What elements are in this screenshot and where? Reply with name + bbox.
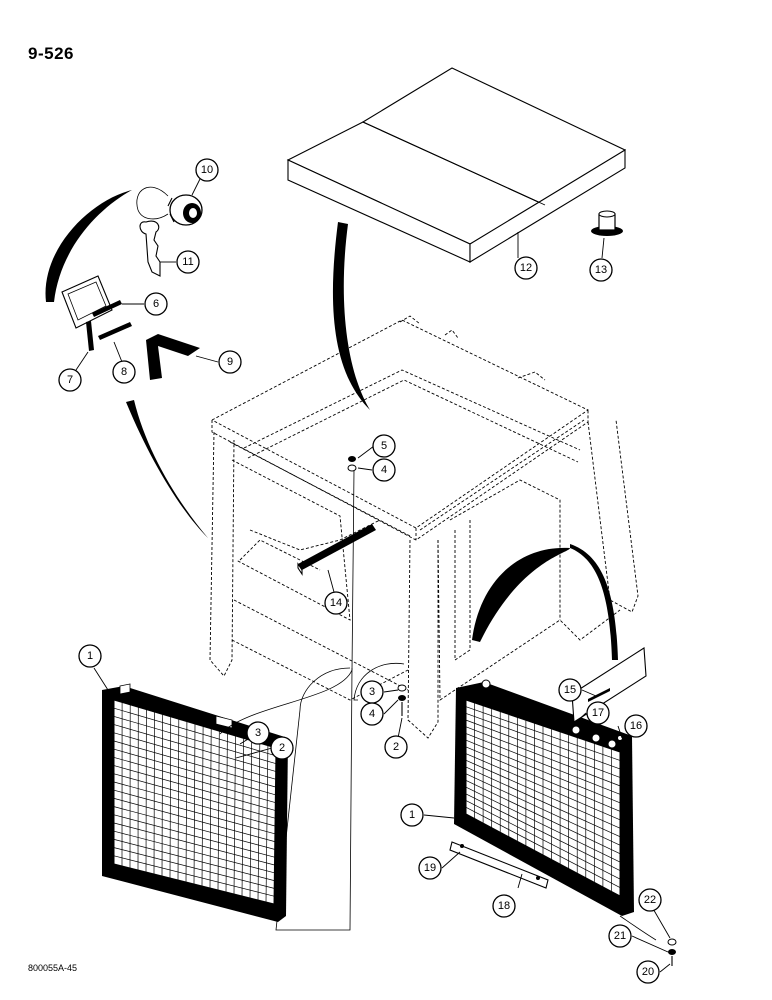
callout-label: 21 <box>614 930 626 942</box>
callout-label: 2 <box>393 741 399 753</box>
callout-c16: 16 <box>624 714 648 738</box>
callout-label: 14 <box>330 597 342 609</box>
strip-part-8 <box>98 322 132 340</box>
callout-label: 8 <box>121 366 127 378</box>
callout-c10: 10 <box>195 158 219 182</box>
callout-c4a: 4 <box>372 458 396 482</box>
assembly-arrows <box>45 190 618 660</box>
callout-c3a: 3 <box>246 721 270 745</box>
callout-c2b: 2 <box>384 735 408 759</box>
callout-label: 3 <box>369 686 375 698</box>
callout-c14: 14 <box>324 591 348 615</box>
callout-label: 4 <box>369 708 375 720</box>
callout-label: 12 <box>520 262 532 274</box>
callout-label: 9 <box>227 356 233 368</box>
callout-c13: 13 <box>589 258 613 282</box>
callout-c6: 6 <box>144 292 168 316</box>
key-part <box>139 220 161 277</box>
callout-c3b: 3 <box>360 680 384 704</box>
callout-c9: 9 <box>218 350 242 374</box>
callout-label: 13 <box>595 264 607 276</box>
callout-label: 18 <box>498 900 510 912</box>
decal-plate <box>61 275 113 329</box>
callout-c20: 20 <box>636 960 660 984</box>
callout-label: 10 <box>201 164 213 176</box>
callout-label: 4 <box>381 464 387 476</box>
screen-panel-left <box>102 683 288 922</box>
callout-label: 19 <box>424 862 436 874</box>
routing-lines <box>219 469 657 941</box>
callout-c11: 11 <box>176 250 200 274</box>
callout-c15: 15 <box>558 678 582 702</box>
callout-label: 17 <box>592 707 604 719</box>
lock-cylinder <box>136 186 203 226</box>
callout-label: 5 <box>381 440 387 452</box>
callout-label: 11 <box>182 256 193 268</box>
callout-label: 16 <box>630 720 642 732</box>
callout-label: 7 <box>67 374 73 386</box>
figure-code: 800055A-45 <box>28 963 78 973</box>
callout-label: 22 <box>644 894 656 906</box>
callout-c18: 18 <box>492 894 516 918</box>
callout-c19: 19 <box>418 856 442 880</box>
callout-c4b: 4 <box>360 702 384 726</box>
page-number: 9-526 <box>28 44 74 63</box>
callout-label: 2 <box>279 742 285 754</box>
callout-label: 1 <box>409 809 415 821</box>
callout-c7: 7 <box>58 368 82 392</box>
callout-c8: 8 <box>112 360 136 384</box>
canopy-frame <box>209 315 639 739</box>
trim-strip <box>297 524 376 576</box>
callout-c1b: 1 <box>400 803 424 827</box>
strip-part-7 <box>86 321 94 351</box>
callout-label: 3 <box>255 727 261 739</box>
bracket-part <box>571 647 647 723</box>
angle-part-9 <box>146 334 200 380</box>
callout-label: 6 <box>153 298 159 310</box>
callout-c5: 5 <box>372 434 396 458</box>
callout-c22: 22 <box>638 888 662 912</box>
callout-c1a: 1 <box>78 644 102 668</box>
callout-label: 20 <box>642 966 654 978</box>
callout-c21: 21 <box>608 924 632 948</box>
knob-part <box>591 210 623 236</box>
callout-label: 15 <box>564 684 576 696</box>
hardware-bolts <box>347 456 677 966</box>
callout-c17: 17 <box>586 701 610 725</box>
seat-cushion <box>286 67 627 263</box>
callout-c12: 12 <box>514 256 538 280</box>
strip-part-6 <box>92 300 122 317</box>
callout-label: 1 <box>87 650 93 662</box>
callout-c2a: 2 <box>270 736 294 760</box>
strap-part <box>449 841 549 889</box>
screen-panel-right <box>454 679 634 916</box>
